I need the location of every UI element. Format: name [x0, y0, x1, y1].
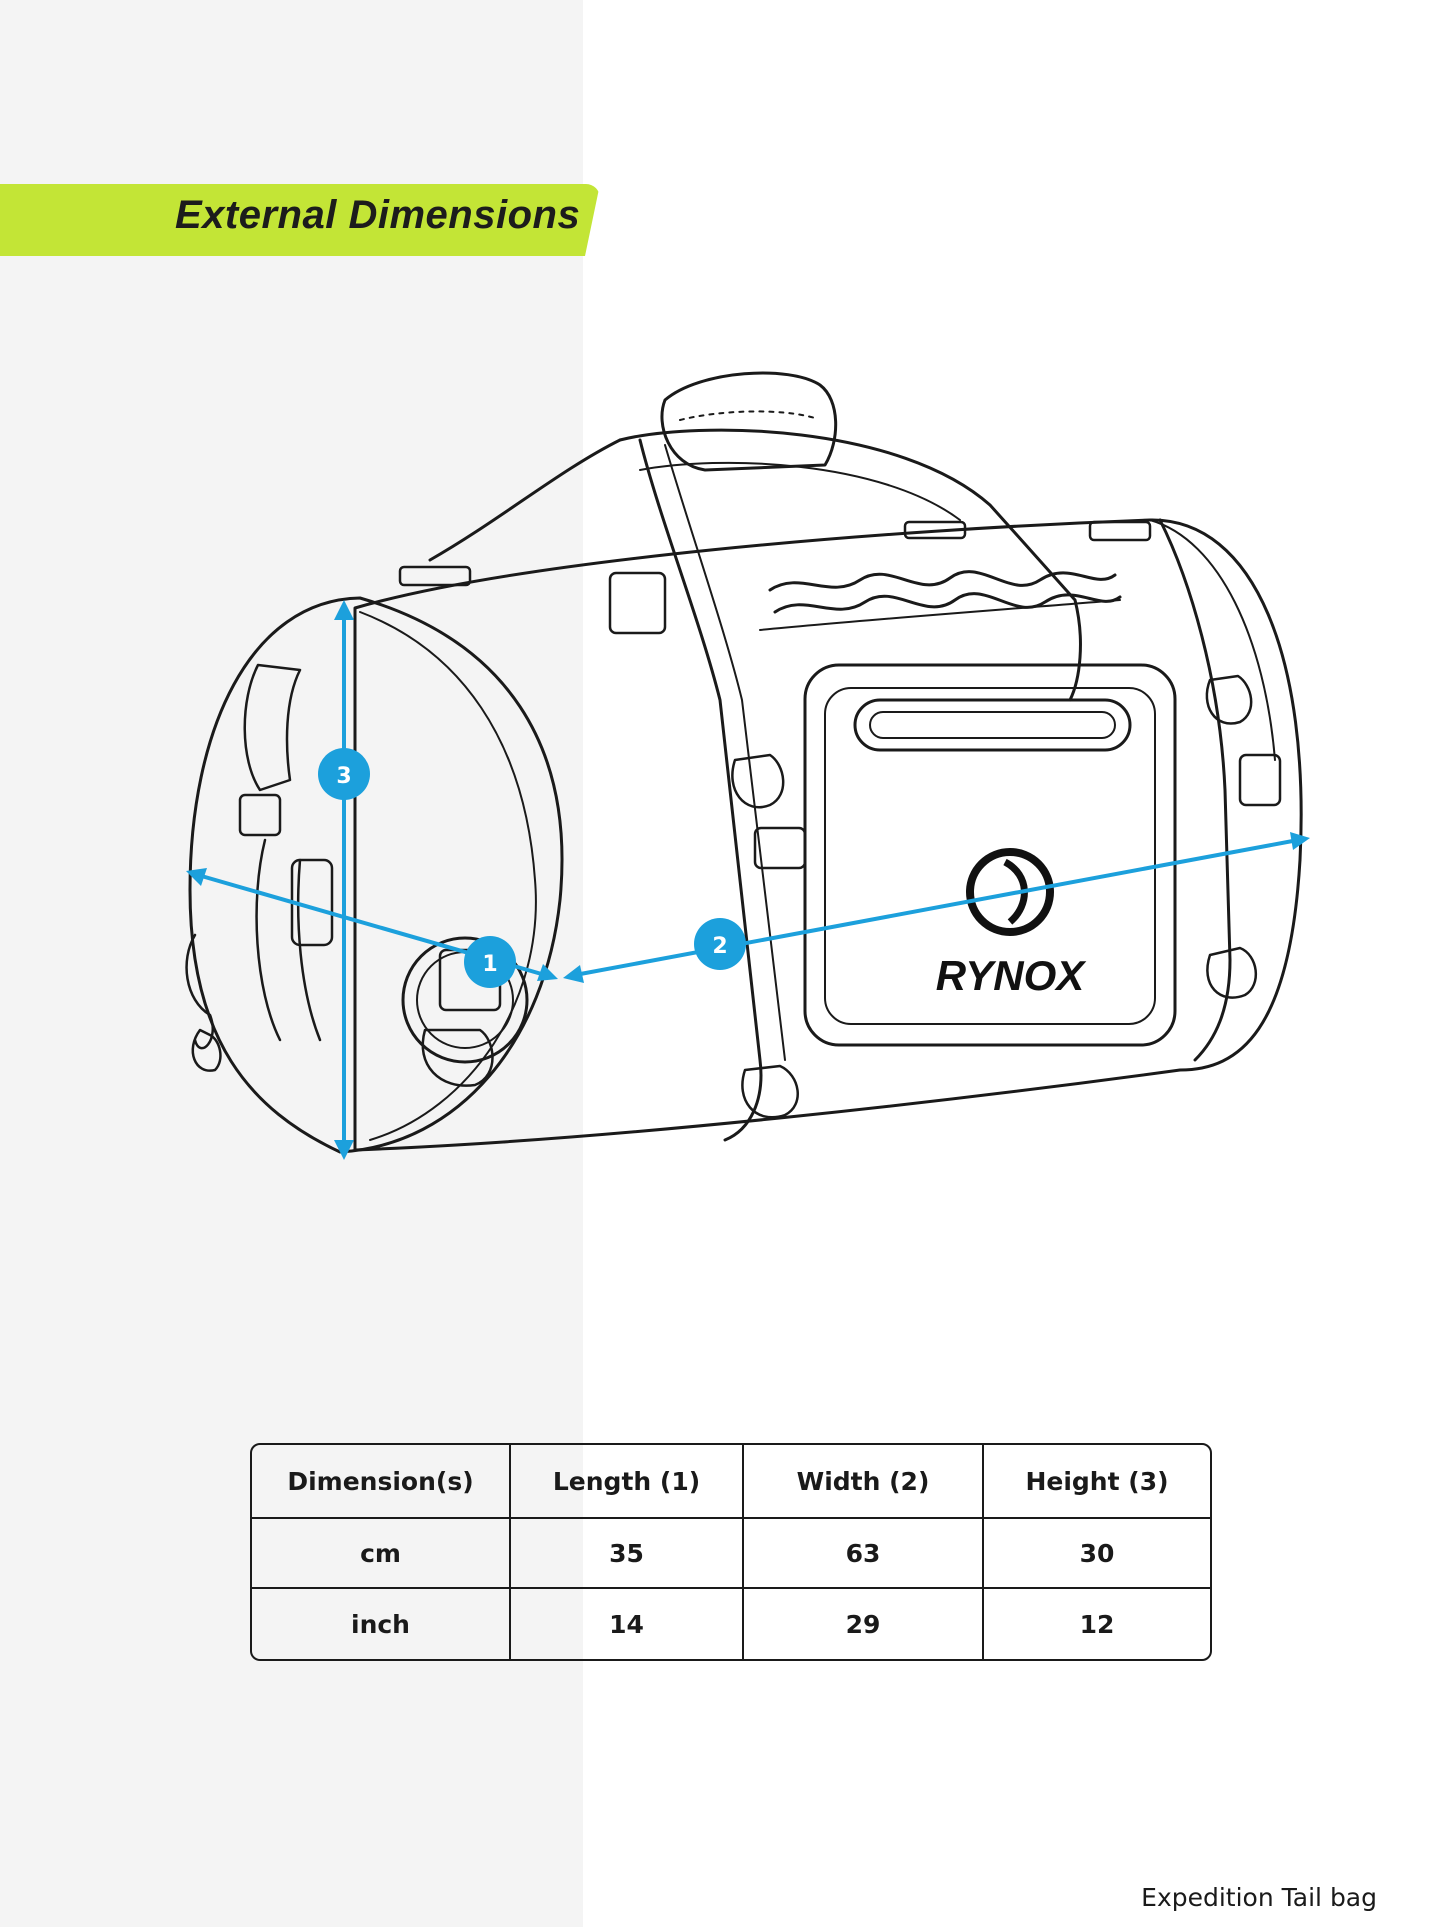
table-header-cell: Height (3): [984, 1445, 1210, 1519]
bag-diagram: RYNOX 1 2 3: [185, 371, 1310, 1160]
end-cap-ring: [401, 936, 529, 1064]
dimensions-table: Dimension(s) Length (1) Width (2) Height…: [250, 1443, 1212, 1661]
table-cell-length: 35: [511, 1519, 744, 1589]
bag-top-handle: [660, 371, 838, 472]
marker-height: 3: [318, 748, 370, 800]
zip-pocket: [853, 698, 1132, 752]
table-cell-length: 14: [511, 1589, 744, 1659]
title-banner: [0, 184, 600, 256]
bag-end-cap: [188, 596, 564, 1154]
table-cell-unit: cm: [252, 1519, 511, 1589]
side-strap-right: [1158, 518, 1232, 1062]
svg-text:2: 2: [712, 934, 727, 959]
brand-logo-text: RYNOX: [936, 952, 1088, 999]
top-strap: [618, 428, 1082, 702]
side-strap-left: [638, 438, 763, 1142]
table-cell-height: 30: [984, 1519, 1210, 1589]
table-cell-height: 12: [1079, 1609, 1115, 1639]
table-header-cell: Width (2): [744, 1445, 984, 1519]
bag-body-outline: [353, 518, 1303, 1152]
table-header-cell: Length (1): [511, 1445, 744, 1519]
table-header-cell: Dimension(s): [252, 1445, 511, 1519]
page-title: External Dimensions: [175, 193, 581, 237]
brand-logo: RYNOX: [936, 848, 1088, 999]
marker-length: 1: [464, 936, 516, 988]
table-cell-unit: inch: [252, 1589, 511, 1659]
svg-text:1: 1: [482, 952, 497, 977]
product-caption: Expedition Tail bag: [1141, 1883, 1377, 1912]
marker-width: 2: [694, 918, 746, 970]
svg-text:3: 3: [336, 764, 351, 789]
table-cell-width: 29: [744, 1589, 984, 1659]
bungee-cord: [768, 570, 1117, 592]
table-cell-width: 63: [744, 1519, 984, 1589]
